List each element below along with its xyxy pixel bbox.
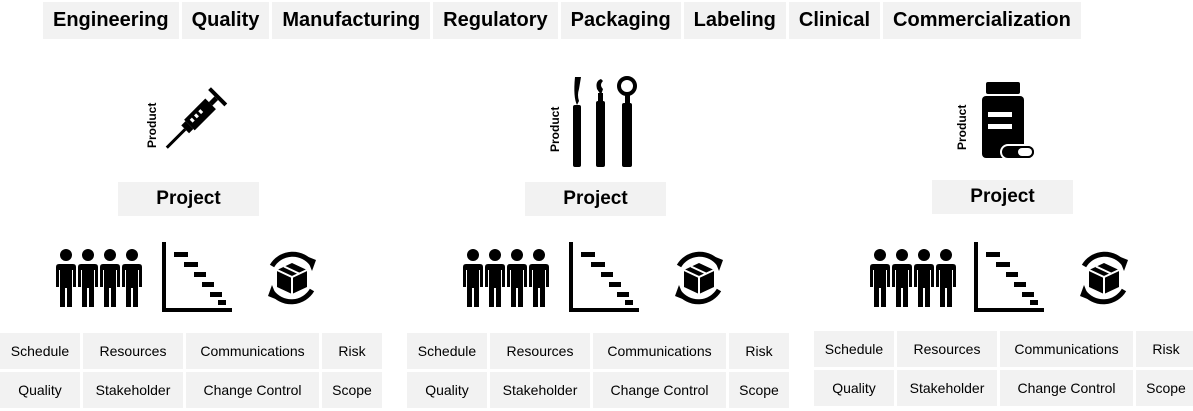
team-icon (56, 249, 142, 307)
gantt-chart-icon (162, 242, 232, 312)
project-box: Project (932, 180, 1073, 214)
project-box: Project (525, 182, 666, 216)
task-risk: Risk (1136, 331, 1193, 367)
category-regulatory: Regulatory (433, 2, 558, 39)
task-resources: Resources (897, 331, 997, 367)
task-grid: Schedule Resources Communications Risk Q… (0, 333, 382, 408)
task-communications: Communications (593, 333, 726, 369)
task-scope: Scope (729, 372, 789, 408)
product-label: Product (955, 104, 969, 150)
task-stakeholder: Stakeholder (897, 370, 997, 406)
task-stakeholder: Stakeholder (490, 372, 590, 408)
task-quality: Quality (407, 372, 487, 408)
category-bar: Engineering Quality Manufacturing Regula… (43, 2, 1084, 39)
task-resources: Resources (83, 333, 183, 369)
gantt-chart-icon (569, 242, 639, 312)
product-cycle-icon (1072, 246, 1136, 310)
task-resources: Resources (490, 333, 590, 369)
task-communications: Communications (186, 333, 319, 369)
category-engineering: Engineering (43, 2, 179, 39)
task-risk: Risk (729, 333, 789, 369)
task-quality: Quality (814, 370, 894, 406)
project-box: Project (118, 182, 259, 216)
gantt-chart-icon (974, 242, 1044, 312)
task-risk: Risk (322, 333, 382, 369)
category-clinical: Clinical (788, 2, 881, 39)
task-change-control: Change Control (186, 372, 319, 408)
task-schedule: Schedule (0, 333, 80, 369)
product-label: Product (548, 106, 562, 152)
task-schedule: Schedule (814, 331, 894, 367)
product-cycle-icon (260, 246, 324, 310)
category-labeling: Labeling (683, 2, 786, 39)
task-scope: Scope (322, 372, 382, 408)
category-packaging: Packaging (560, 2, 681, 39)
task-grid: Schedule Resources Communications Risk Q… (407, 333, 789, 408)
category-quality: Quality (181, 2, 270, 39)
syringe-icon (165, 87, 228, 149)
pill-bottle-icon (982, 82, 1036, 160)
product-column-2: Product Project Schedule Resources Commu… (407, 0, 789, 411)
team-icon (463, 249, 549, 307)
task-grid: Schedule Resources Communications Risk Q… (814, 331, 1193, 406)
dental-tools-icon (573, 76, 637, 167)
category-manufacturing: Manufacturing (272, 2, 431, 39)
product-column-1: Product Project Schedule Resources Commu… (0, 0, 382, 411)
task-stakeholder: Stakeholder (83, 372, 183, 408)
task-scope: Scope (1136, 370, 1193, 406)
team-icon (870, 249, 956, 307)
task-change-control: Change Control (1000, 370, 1133, 406)
task-quality: Quality (0, 372, 80, 408)
category-commercialization: Commercialization (883, 2, 1081, 39)
task-change-control: Change Control (593, 372, 726, 408)
product-cycle-icon (667, 246, 731, 310)
product-column-3: Product Project Schedule Resources Commu… (814, 0, 1193, 411)
task-communications: Communications (1000, 331, 1133, 367)
task-schedule: Schedule (407, 333, 487, 369)
